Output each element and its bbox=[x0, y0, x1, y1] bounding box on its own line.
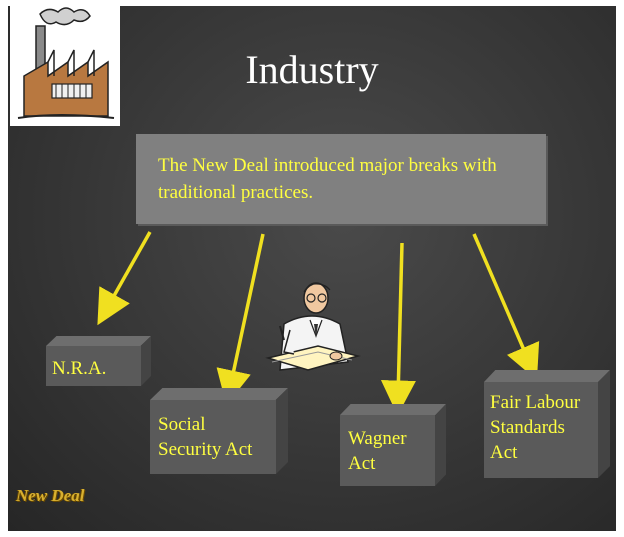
main-text-box: The New Deal introduced major breaks wit… bbox=[136, 134, 546, 224]
clerk-writing-icon bbox=[265, 282, 361, 371]
main-text: The New Deal introduced major breaks wit… bbox=[158, 155, 497, 203]
box-fair-labour-label: Fair Labour Standards Act bbox=[490, 392, 581, 463]
box-nra-label: N.R.A. bbox=[52, 358, 107, 379]
slide: Industry The New Deal introduced major b… bbox=[8, 6, 616, 531]
arrow-to-wagner bbox=[380, 242, 416, 416]
page-title: Industry bbox=[245, 47, 379, 92]
arrows bbox=[97, 231, 540, 416]
box-social-security-label: Social Security Act bbox=[158, 414, 253, 460]
box-nra: N.R.A. bbox=[46, 336, 161, 386]
box-wagner: Wagner Act bbox=[340, 404, 446, 488]
arrow-to-fair-labour bbox=[472, 233, 540, 381]
box-fair-labour: Fair Labour Standards Act bbox=[484, 370, 612, 480]
factory-icon bbox=[10, 6, 120, 126]
arrow-to-nra bbox=[97, 231, 152, 326]
box-wagner-label: Wagner Act bbox=[348, 428, 407, 474]
box-social-security: Social Security Act bbox=[150, 388, 290, 476]
new-deal-logo: New Deal bbox=[16, 486, 85, 505]
arrow-to-social-security bbox=[216, 233, 265, 406]
